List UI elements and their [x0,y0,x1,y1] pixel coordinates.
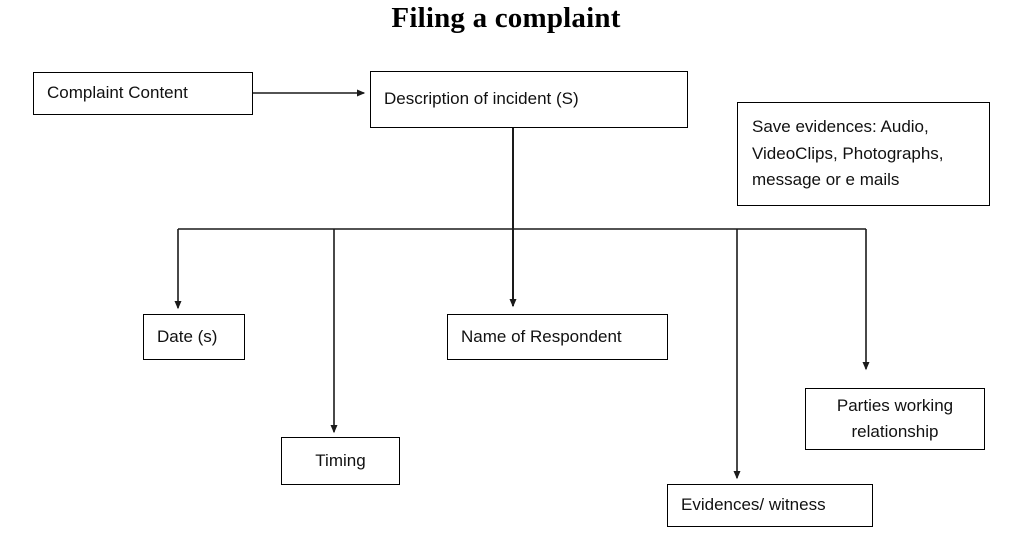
node-timing-label: Timing [315,450,366,470]
node-parties-working-relationship-line-1: Parties working [836,395,954,415]
node-evidences-witness[interactable]: Evidences/ witness [667,484,873,527]
node-save-evidences[interactable]: Save evidences: Audio, VideoClips, Photo… [737,102,990,206]
node-save-evidences-line-3: message or e mails [752,170,900,190]
node-save-evidences-line-2: VideoClips, Photographs, [752,143,944,163]
node-complaint-content-label: Complaint Content [47,83,188,103]
node-parties-working-relationship-line-2: relationship [851,422,939,441]
node-save-evidences-line-1: Save evidences: Audio, [752,117,929,137]
node-description-of-incident[interactable]: Description of incident (S) [370,71,688,128]
node-name-of-respondent-label: Name of Respondent [461,326,622,346]
node-dates-label: Date (s) [157,326,218,346]
node-evidences-witness-label: Evidences/ witness [681,495,826,515]
node-parties-working-relationship-text: Parties working relationship [806,393,984,446]
node-parties-working-relationship[interactable]: Parties working relationship [805,388,985,450]
node-timing[interactable]: Timing [281,437,400,485]
node-description-of-incident-label: Description of incident (S) [384,89,579,109]
node-complaint-content[interactable]: Complaint Content [33,72,253,115]
page-title: Filing a complaint [391,2,621,34]
node-save-evidences-text: Save evidences: Audio, VideoClips, Photo… [738,114,989,193]
node-dates[interactable]: Date (s) [143,314,245,360]
node-name-of-respondent[interactable]: Name of Respondent [447,314,668,360]
